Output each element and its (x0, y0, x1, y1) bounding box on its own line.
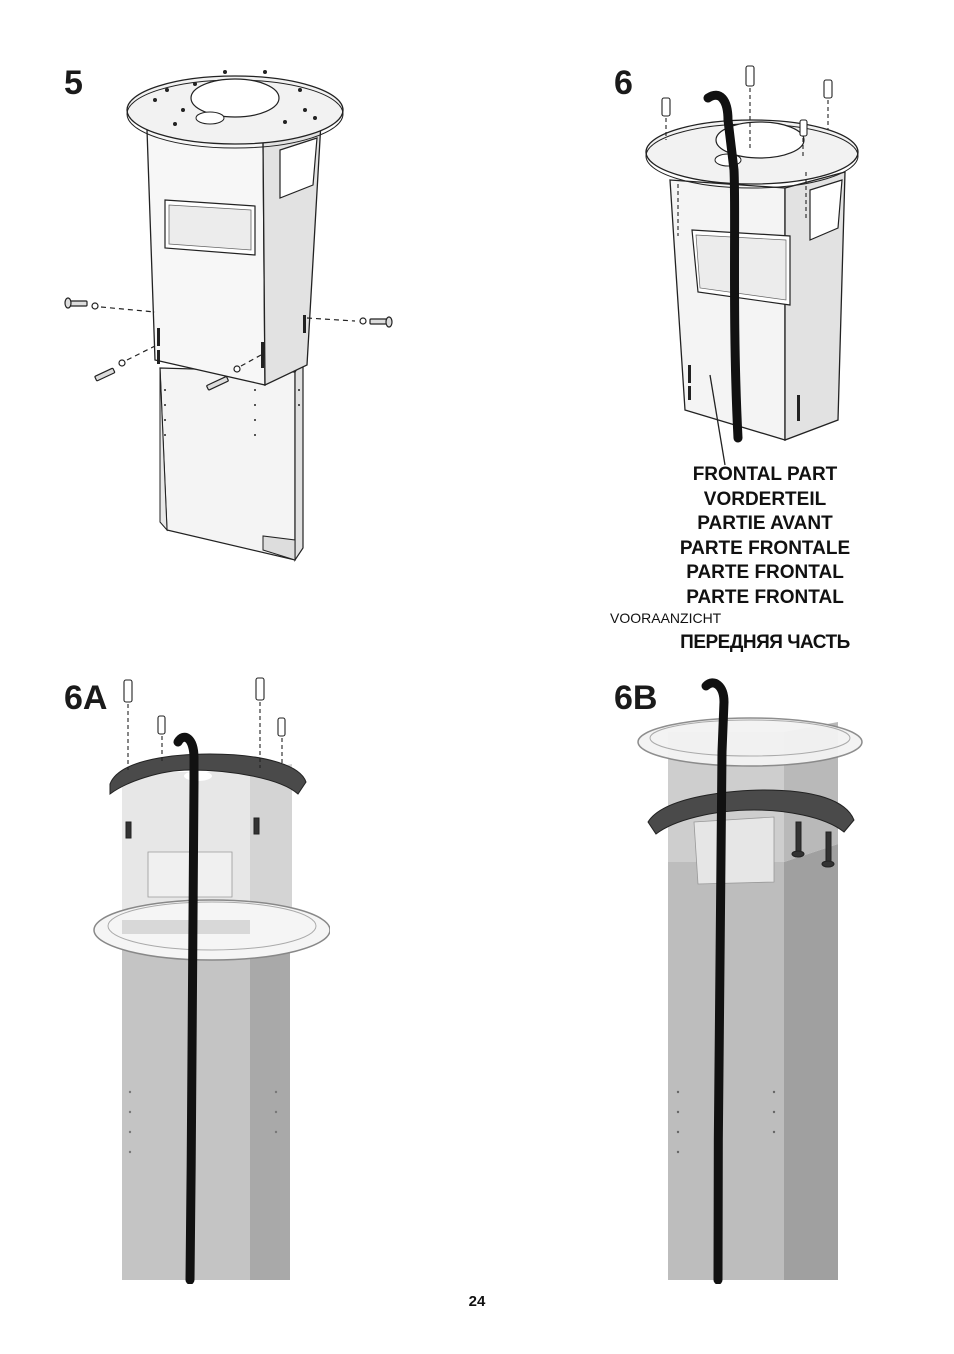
upper-chimney-section (146, 129, 266, 386)
step-6-illustration (640, 60, 880, 470)
page-number: 24 (468, 1293, 486, 1310)
screw-right (306, 316, 393, 328)
label-de: VORDERTEIL (703, 488, 827, 510)
step-number-5: 5 (64, 64, 83, 102)
lower-chimney-section (159, 367, 296, 561)
step-6a-illustration (80, 672, 330, 1284)
step-number-6a: 6A (64, 679, 108, 717)
label-ru: ПЕРЕДНЯЯ ЧАСТЬ (680, 632, 850, 653)
chimney-body (669, 179, 786, 441)
label-en: FRONTAL PART (692, 464, 838, 485)
frontal-part-labels: FRONTAL PART VORDERTEIL PARTIE AVANT PAR… (600, 463, 930, 656)
screw-left-lower (94, 345, 156, 382)
lower-chimney-section (668, 862, 784, 1280)
step-5-illustration (55, 60, 415, 570)
power-cable (701, 678, 729, 1284)
step-6b-illustration (634, 672, 874, 1284)
power-cable (173, 732, 199, 1284)
label-it: PARTE FRONTALE (679, 537, 851, 559)
lower-chimney-section (122, 922, 250, 1280)
screw-icon (125, 817, 260, 839)
screw-center-lower (206, 354, 262, 391)
screw-icon (791, 821, 835, 868)
step-number-6b: 6B (614, 679, 658, 717)
screw-left-upper (64, 297, 156, 313)
power-cable (703, 90, 743, 443)
mounting-plate (109, 753, 307, 795)
label-fr: PARTIE AVANT (697, 513, 833, 534)
upper-chimney-section (122, 772, 250, 922)
decorative-ring (637, 717, 863, 767)
step-number-6: 6 (614, 64, 633, 102)
wall-plug-icon (661, 65, 833, 236)
label-nl: VOORAANZICHT (610, 610, 722, 626)
label-es: PARTE FRONTAL (686, 562, 844, 583)
label-pt: PARTE FRONTAL (686, 586, 844, 608)
